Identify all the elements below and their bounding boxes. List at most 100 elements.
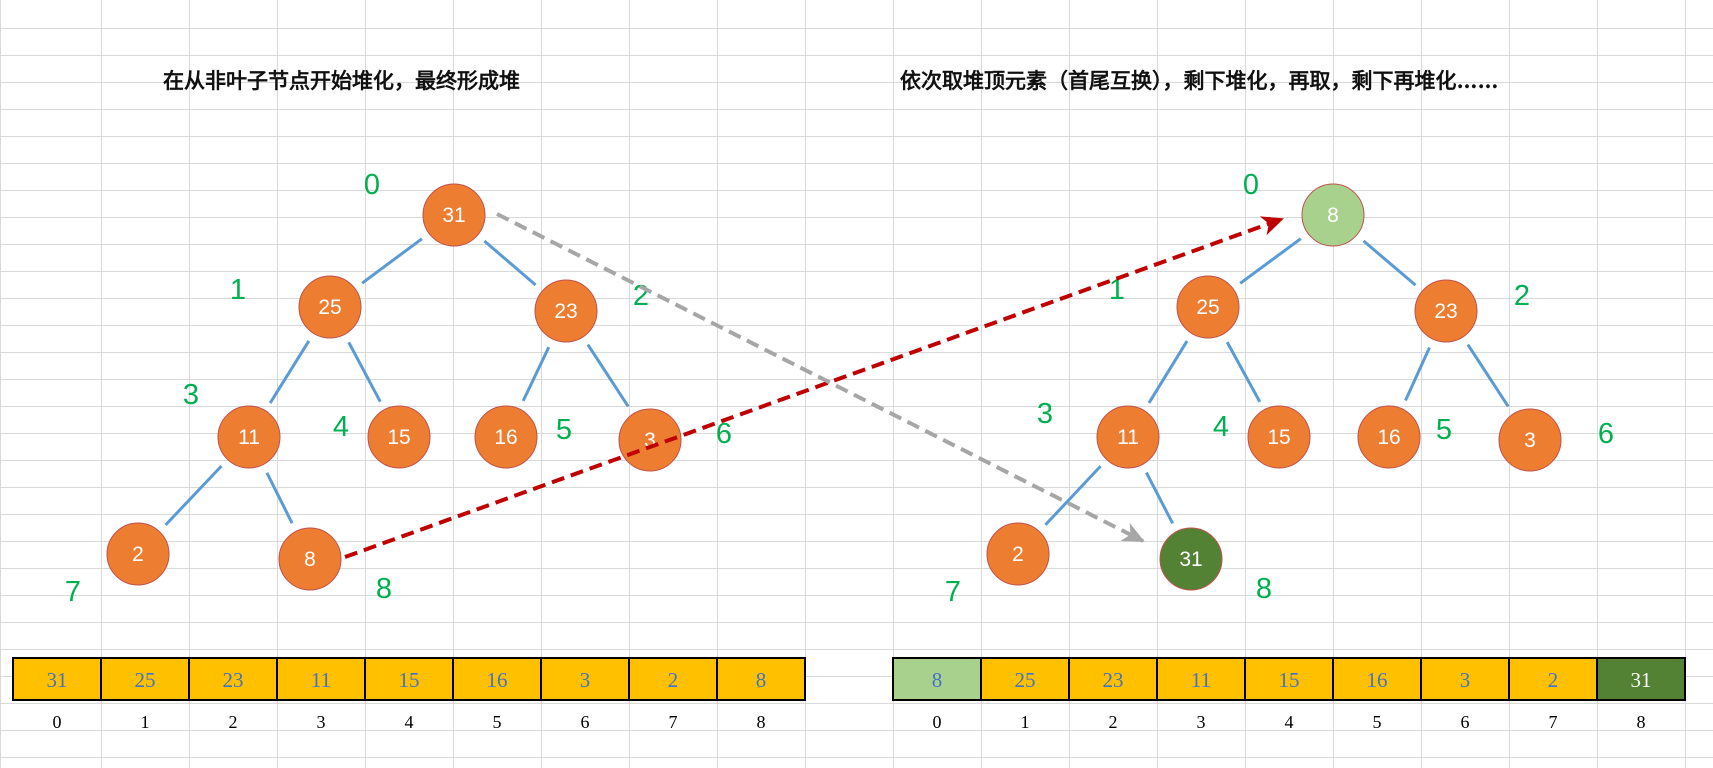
right-heap-node-4: 15 4 <box>1213 405 1311 469</box>
left-array-cell-value: 31 <box>47 668 68 692</box>
left-array-cell-index: 3 <box>317 712 326 732</box>
left-heap-index-label: 1 <box>230 274 246 306</box>
right-heap-node-circle <box>1176 275 1240 339</box>
left-array-cell-index: 8 <box>757 712 766 732</box>
right-heap-node-1: 251 <box>1109 274 1240 339</box>
right-heap-edge-0-2 <box>1362 239 1417 287</box>
right-heap-node-circle <box>1096 405 1160 469</box>
left-array-cell-value: 2 <box>668 668 679 692</box>
left-heap-index-label: 3 <box>183 379 199 411</box>
right-heap-edge-1-4 <box>1225 341 1262 403</box>
left-array-cell-box <box>628 657 718 701</box>
left-title: 在从非叶子节点开始堆化，最终形成堆 <box>163 68 520 93</box>
right-heap-node-value: 15 <box>1267 426 1290 449</box>
left-heap-node-circle <box>278 527 342 591</box>
left-heap-node-value: 2 <box>132 543 144 566</box>
left-heap-node-circle <box>618 408 682 472</box>
right-heap-node-circle <box>1357 405 1421 469</box>
right-array-cell-value: 25 <box>1015 668 1036 692</box>
right-array-cell-value: 2 <box>1548 668 1559 692</box>
right-array-cell-index: 4 <box>1285 712 1294 732</box>
right-heap-edge-0-1 <box>1239 237 1302 285</box>
left-array-cell-box <box>12 657 102 701</box>
right-array-cell: 318 <box>1596 657 1686 732</box>
left-array-cell-box <box>364 657 454 701</box>
right-array-cell-index: 7 <box>1549 712 1558 732</box>
left-heap-index-label: 5 <box>556 414 572 446</box>
right-array-cell-value: 23 <box>1103 668 1124 692</box>
left-array-cell-index: 5 <box>493 712 502 732</box>
left-heap-index-label: 0 <box>364 169 380 201</box>
right-array-cell-index: 3 <box>1197 712 1206 732</box>
left-array-cell-index: 6 <box>581 712 590 732</box>
left-heap-node-circle <box>367 405 431 469</box>
right-heap-edge-2-5 <box>1404 346 1431 402</box>
left-heap-node-value: 23 <box>554 300 577 323</box>
left-array-cell-value: 11 <box>311 668 331 692</box>
right-array-cell: 11 3 <box>1156 657 1246 732</box>
left-heap-node-circle <box>422 183 486 247</box>
left-heap-index-label: 8 <box>376 573 392 605</box>
right-heap-index-label: 6 <box>1598 418 1614 450</box>
left-array-cell: 154 <box>364 657 454 732</box>
left-heap-node-value: 16 <box>494 426 517 449</box>
right-array-cell-box <box>1332 657 1422 701</box>
left-heap-edge-2-6 <box>586 343 630 408</box>
left-heap-node-value: 11 <box>238 426 260 449</box>
right-heap-node-circle <box>986 522 1050 586</box>
left-heap-node-1: 25 1 <box>230 274 362 339</box>
left-array-cell-value: 3 <box>580 668 591 692</box>
right-heap-node-value: 11 <box>1117 426 1139 449</box>
right-array-cell-box <box>1068 657 1158 701</box>
right-array-cell-value: 15 <box>1279 668 1300 692</box>
right-heap-edge-3-7 <box>1044 465 1102 526</box>
left-heap-index-label: 6 <box>716 418 732 450</box>
right-array-cell-index: 0 <box>933 712 942 732</box>
left-heap-node-3: 11 3 <box>183 379 281 469</box>
right-array-cell: 27 <box>1508 657 1598 732</box>
left-heap-edge-1-3 <box>268 340 311 404</box>
left-heap-edge-2-5 <box>521 346 551 402</box>
right-heap-node-value: 31 <box>1179 548 1202 571</box>
right-heap-edge-3-8 <box>1145 471 1174 525</box>
right-array-cell-index: 5 <box>1373 712 1382 732</box>
left-array-cell-box <box>188 657 278 701</box>
left-array-cell: 36 <box>540 657 630 732</box>
left-heap-node-value: 3 <box>644 429 656 452</box>
right-heap-index-label: 0 <box>1243 169 1259 201</box>
right-array-cell-box <box>1420 657 1510 701</box>
right-array-cell-value: 11 <box>1191 668 1211 692</box>
right-title: 依次取堆顶元素（首尾互换），剩下堆化，再取，剩下再堆化…… <box>900 68 1499 93</box>
left-heap-node-value: 25 <box>318 296 341 319</box>
left-heap-edge-0-1 <box>361 237 423 285</box>
left-heap-node-value: 8 <box>304 548 316 571</box>
right-heap-node-8: 318 <box>1159 527 1272 605</box>
right-heap-index-label: 5 <box>1436 414 1452 446</box>
left-heap-node-7: 27 <box>65 522 170 608</box>
right-heap-index-label: 1 <box>1109 274 1125 306</box>
left-array-cell-index: 2 <box>229 712 238 732</box>
right-array-cell-index: 8 <box>1637 712 1646 732</box>
left-heap-edge-0-2 <box>483 239 537 287</box>
left-heap-index-label: 4 <box>333 411 349 443</box>
right-heap-node-circle <box>1247 405 1311 469</box>
left-heap-node-0: 310 <box>364 169 486 247</box>
right-array-cell-box <box>1244 657 1334 701</box>
right-heap-index-label: 4 <box>1213 411 1229 443</box>
swap-arrow-31-to-end <box>496 212 1145 543</box>
left-heap-edge-3-7 <box>164 464 223 527</box>
right-array-cell-box <box>1596 657 1686 701</box>
left-array-cell-value: 23 <box>223 668 244 692</box>
right-heap-index-label: 3 <box>1037 398 1053 430</box>
right-heap-node-7: 27 <box>945 522 1050 608</box>
left-heap-node-circle <box>298 275 362 339</box>
right-array-cell-index: 6 <box>1461 712 1470 732</box>
right-heap-node-value: 16 <box>1377 426 1400 449</box>
right-array-cell-box <box>892 657 982 701</box>
right-heap-node-value: 8 <box>1327 204 1339 227</box>
